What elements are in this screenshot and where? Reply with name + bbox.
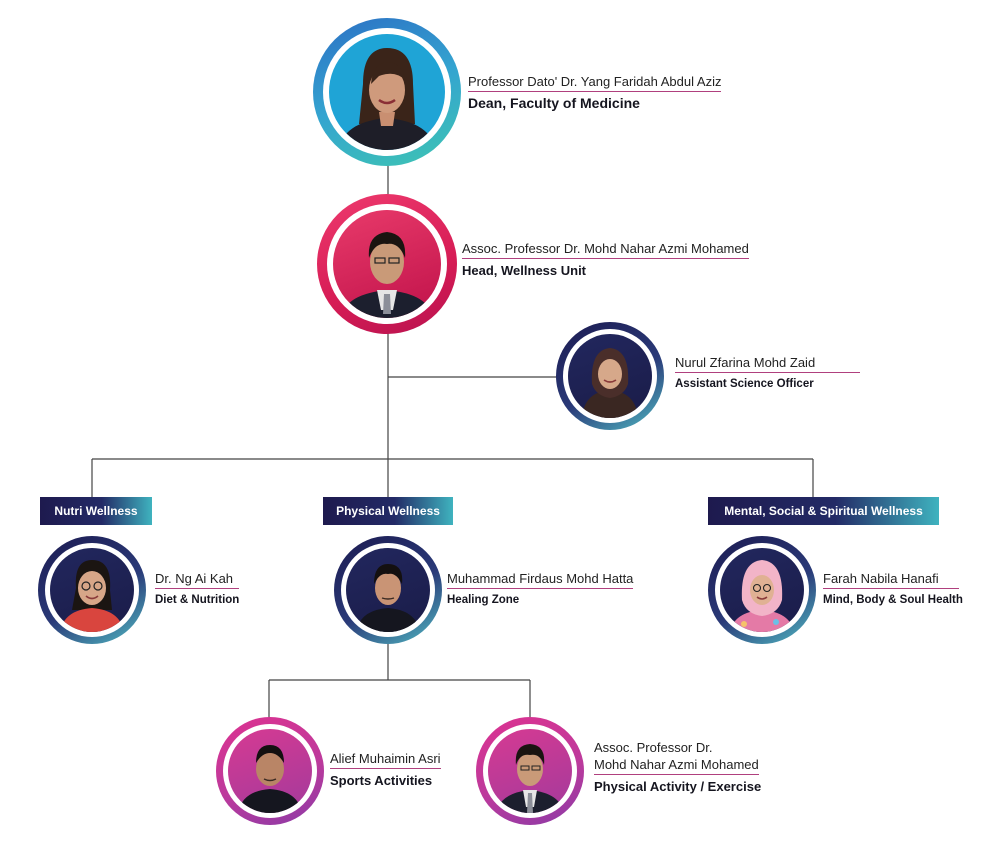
exercise-node xyxy=(476,717,584,825)
assistant-info: Nurul Zfarina Mohd Zaid Assistant Scienc… xyxy=(675,354,861,392)
sports-node xyxy=(216,717,324,825)
exercise-name-line1: Assoc. Professor Dr. xyxy=(594,740,713,755)
dean-name: Professor Dato' Dr. Yang Faridah Abdul A… xyxy=(468,74,722,92)
sports-photo xyxy=(228,729,312,813)
physical-member-name: Muhammad Firdaus Mohd Hatta xyxy=(447,571,634,589)
sports-role: Sports Activities xyxy=(330,773,433,788)
assistant-name: Nurul Zfarina Mohd Zaid xyxy=(675,355,861,373)
nutri-member-info: Dr. Ng Ai Kah Diet & Nutrition xyxy=(155,570,239,608)
exercise-role: Physical Activity / Exercise xyxy=(594,779,762,794)
head-info: Assoc. Professor Dr. Mohd Nahar Azmi Moh… xyxy=(462,240,749,278)
assistant-role: Assistant Science Officer xyxy=(675,378,814,390)
dean-info: Professor Dato' Dr. Yang Faridah Abdul A… xyxy=(468,73,722,111)
exercise-info: Assoc. Professor Dr. Mohd Nahar Azmi Moh… xyxy=(594,740,761,794)
dean-node xyxy=(313,18,461,166)
physical-member-node xyxy=(334,536,442,644)
nutri-member-role: Diet & Nutrition xyxy=(155,594,240,606)
dean-role: Dean, Faculty of Medicine xyxy=(468,95,640,111)
physical-member-role: Healing Zone xyxy=(447,594,520,606)
category-nutri-wellness: Nutri Wellness xyxy=(40,497,152,525)
head-name: Assoc. Professor Dr. Mohd Nahar Azmi Moh… xyxy=(462,241,749,259)
physical-member-photo xyxy=(346,548,430,632)
physical-member-info: Muhammad Firdaus Mohd Hatta Healing Zone xyxy=(447,570,634,608)
dean-photo xyxy=(329,34,445,150)
assistant-node xyxy=(556,322,664,430)
sports-name: Alief Muhaimin Asri xyxy=(330,751,441,769)
exercise-name-line2: Mohd Nahar Azmi Mohamed xyxy=(594,757,759,775)
head-photo xyxy=(333,210,441,318)
category-mental-wellness: Mental, Social & Spiritual Wellness xyxy=(708,497,939,525)
mental-member-node xyxy=(708,536,816,644)
exercise-photo xyxy=(488,729,572,813)
nutri-member-photo xyxy=(50,548,134,632)
mental-member-role: Mind, Body & Soul Health xyxy=(823,594,963,606)
mental-member-name: Farah Nabila Hanafi xyxy=(823,571,959,589)
mental-member-info: Farah Nabila Hanafi Mind, Body & Soul He… xyxy=(823,570,963,608)
mental-member-photo xyxy=(720,548,804,632)
assistant-photo xyxy=(568,334,652,418)
sports-info: Alief Muhaimin Asri Sports Activities xyxy=(330,750,441,788)
category-physical-wellness: Physical Wellness xyxy=(323,497,453,525)
head-role: Head, Wellness Unit xyxy=(462,263,587,278)
nutri-member-node xyxy=(38,536,146,644)
nutri-member-name: Dr. Ng Ai Kah xyxy=(155,571,240,589)
head-node xyxy=(317,194,457,334)
